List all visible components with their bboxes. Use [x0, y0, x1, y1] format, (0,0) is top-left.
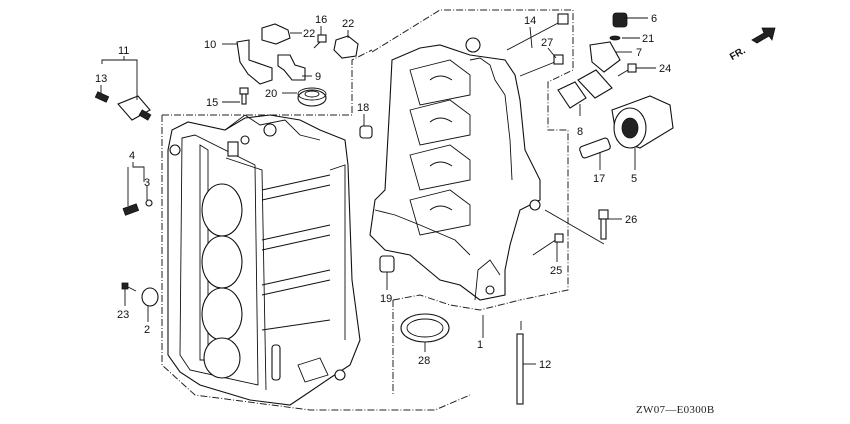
callout-2[interactable]: 2 — [144, 324, 150, 336]
oil-filter-base-7 — [577, 41, 621, 99]
callout-25[interactable]: 25 — [550, 265, 562, 277]
callout-13[interactable]: 13 — [95, 73, 107, 85]
callout-28[interactable]: 28 — [418, 355, 430, 367]
bolt-26 — [544, 209, 609, 245]
callout-3[interactable]: 3 — [144, 177, 150, 189]
callout-21[interactable]: 21 — [642, 33, 654, 45]
cylinder-bore-3 — [201, 287, 243, 341]
callout-22a[interactable]: 22 — [303, 28, 315, 40]
bolt-27 — [519, 54, 564, 77]
plate-9 — [277, 54, 306, 81]
callout-26[interactable]: 26 — [625, 214, 637, 226]
oil-seal-20 — [297, 87, 327, 107]
callout-14[interactable]: 14 — [524, 15, 536, 27]
washer-3 — [145, 199, 153, 207]
callout-8[interactable]: 8 — [577, 126, 583, 138]
cylinder-bore-4 — [203, 337, 241, 379]
callout-10[interactable]: 10 — [204, 39, 216, 51]
o-ring-21 — [609, 35, 621, 41]
callout-18[interactable]: 18 — [357, 102, 369, 114]
leader-lines — [100, 17, 656, 365]
cylinder-bore-2 — [201, 235, 243, 289]
bolt-15 — [239, 87, 249, 105]
sensor-22b — [333, 35, 359, 59]
collar-2 — [141, 287, 159, 307]
bolt-14 — [506, 13, 569, 51]
nipple-17 — [579, 137, 611, 159]
callout-9[interactable]: 9 — [315, 71, 321, 83]
sensor-22a — [261, 23, 291, 45]
callout-20[interactable]: 20 — [265, 88, 277, 100]
plug-6 — [612, 12, 628, 28]
diagram-code: ZW07—E0300B — [636, 404, 714, 416]
bolt-4 — [122, 203, 140, 216]
assembly-frame-right — [371, 9, 574, 395]
callout-24[interactable]: 24 — [659, 63, 671, 75]
cylinder-bore-1 — [201, 183, 243, 237]
callout-4[interactable]: 4 — [129, 150, 135, 162]
cylinder-block — [167, 114, 361, 406]
arrow-icon — [751, 27, 776, 44]
callout-27[interactable]: 27 — [541, 37, 553, 49]
oil-filter-5 — [611, 95, 674, 149]
bolt-23 — [121, 282, 137, 292]
bracket-10 — [236, 39, 273, 85]
bolt-25 — [532, 233, 564, 256]
dowel-19 — [379, 255, 395, 273]
oil-seal-28 — [400, 313, 450, 343]
callout-23[interactable]: 23 — [117, 309, 129, 321]
dowel-18 — [359, 125, 373, 139]
bolt-16 — [313, 34, 327, 49]
callout-1[interactable]: 1 — [477, 339, 483, 351]
callout-labels: 1 2 3 4 5 6 7 8 9 10 11 12 13 14 15 16 1… — [95, 13, 671, 371]
stud-12 — [516, 333, 524, 405]
direction-label: FR. — [728, 45, 748, 63]
callout-22b[interactable]: 22 — [342, 18, 354, 30]
bolt-24 — [617, 63, 637, 77]
callout-5[interactable]: 5 — [631, 173, 637, 185]
callout-11[interactable]: 11 — [118, 45, 129, 57]
oil-pressure-switch — [94, 91, 152, 121]
callout-16[interactable]: 16 — [315, 14, 327, 26]
crankcase — [369, 37, 541, 301]
gasket-8 — [557, 81, 587, 109]
callout-12[interactable]: 12 — [539, 359, 551, 371]
callout-15[interactable]: 15 — [206, 97, 218, 109]
callout-7[interactable]: 7 — [636, 47, 642, 59]
callout-19[interactable]: 19 — [380, 293, 392, 305]
callout-6[interactable]: 6 — [651, 13, 657, 25]
front-direction-indicator: FR. — [728, 27, 776, 63]
callout-17[interactable]: 17 — [593, 173, 605, 185]
assembly-frame-left — [161, 49, 471, 411]
